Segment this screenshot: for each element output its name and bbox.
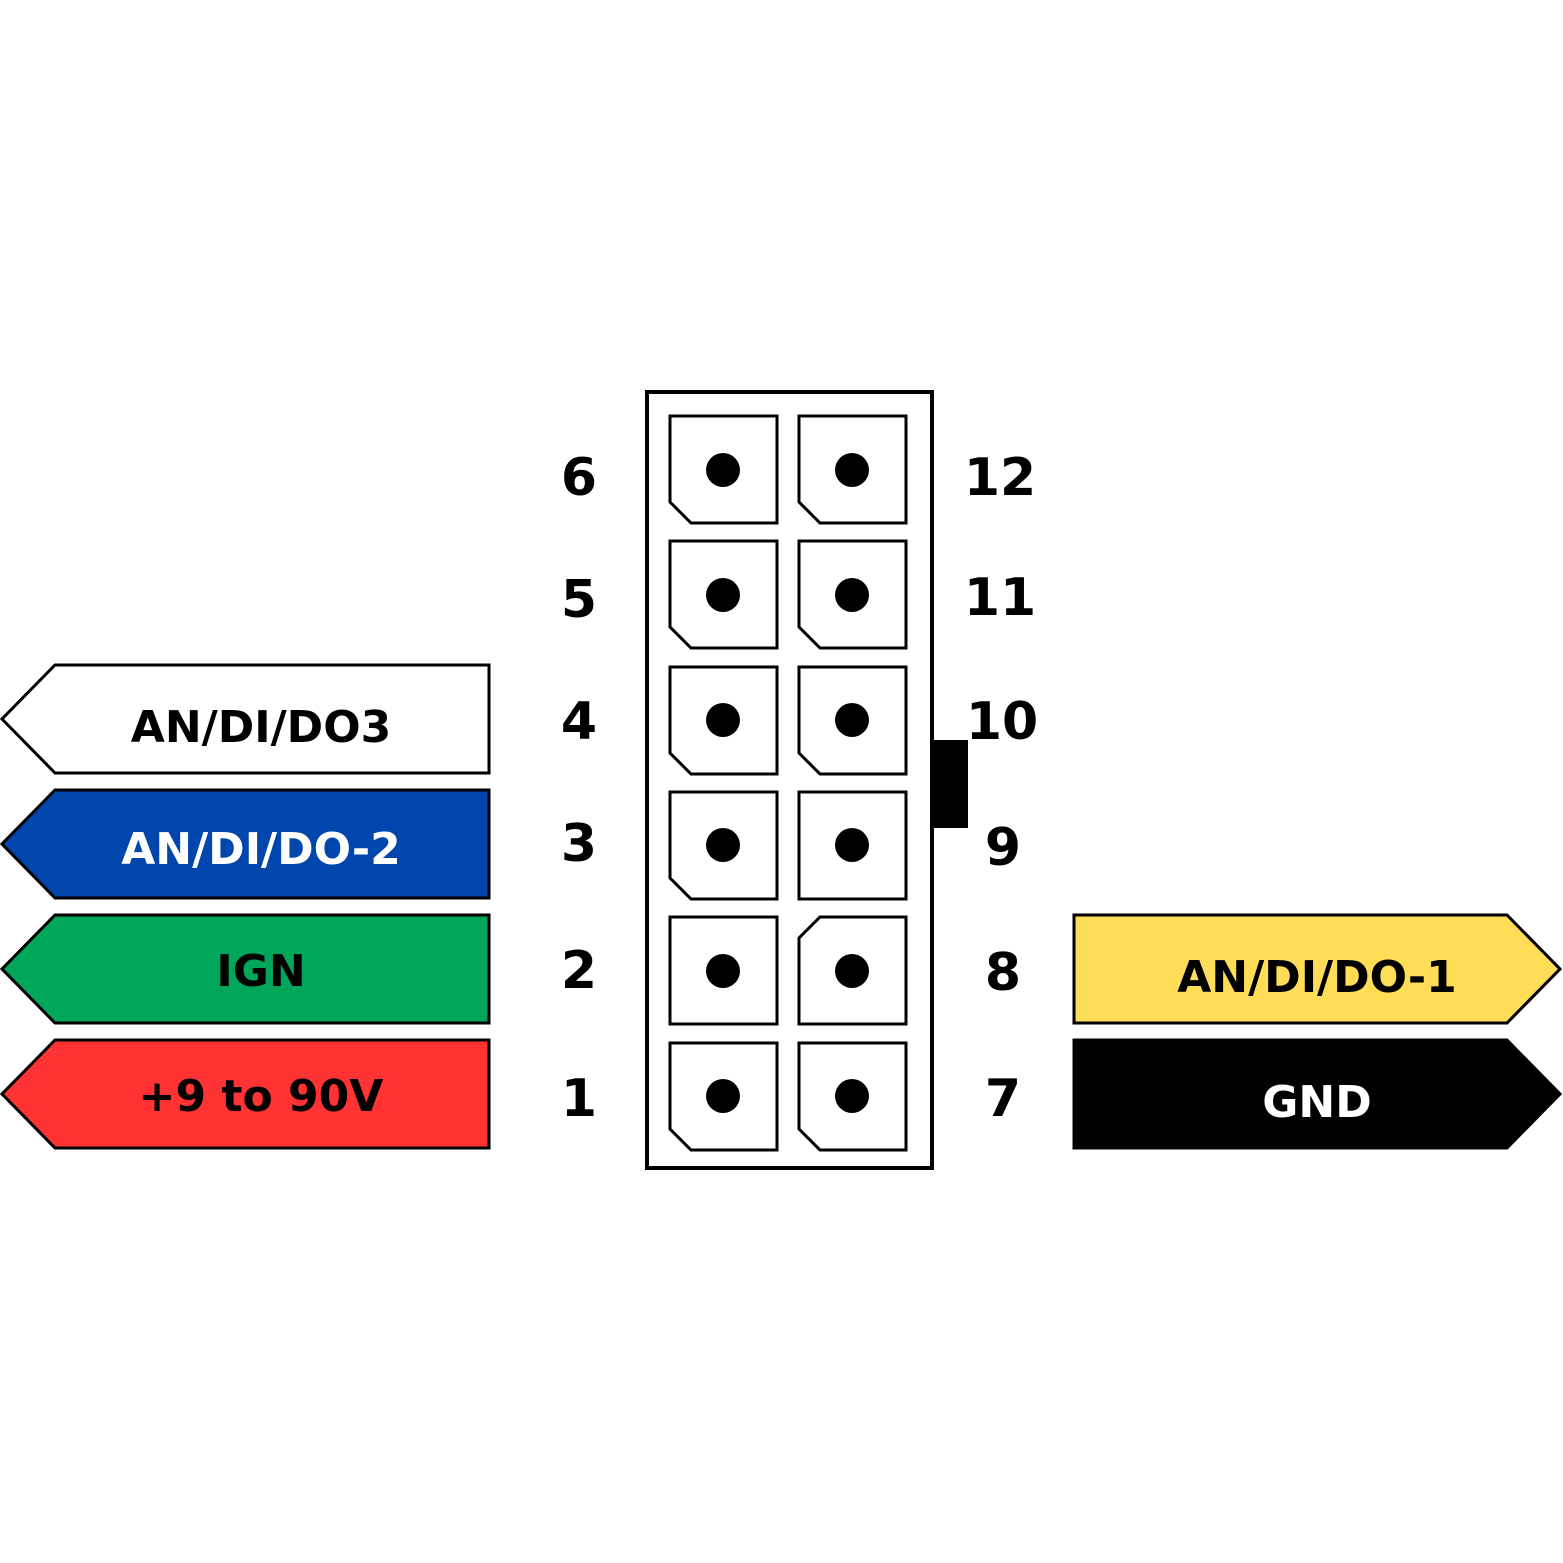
tag-pin-1: +9 to 90V bbox=[0, 1038, 491, 1150]
tag-label-pin-1: +9 to 90V bbox=[139, 1071, 384, 1122]
tag-label-pin-3: AN/DI/DO-2 bbox=[121, 824, 401, 875]
connector-latch bbox=[932, 740, 968, 828]
pin-contact-4 bbox=[706, 703, 740, 737]
pin-contact-8 bbox=[835, 954, 869, 988]
right-pin-numbers: 12 11 10 9 8 7 bbox=[964, 448, 1038, 1129]
pin-contact-6 bbox=[706, 453, 740, 487]
pin-contact-10 bbox=[835, 703, 869, 737]
pin-contact-9 bbox=[835, 828, 869, 862]
tag-shape-pin-4 bbox=[0, 663, 491, 775]
pin-number-11: 11 bbox=[964, 568, 1036, 628]
tag-pin-4: AN/DI/DO3 bbox=[0, 663, 491, 775]
pin-contact-7 bbox=[835, 1079, 869, 1113]
pin-contact-11 bbox=[835, 578, 869, 612]
tag-shape-pin-7 bbox=[1072, 1038, 1563, 1150]
pin-number-10: 10 bbox=[966, 692, 1038, 752]
pin-contact-3 bbox=[706, 828, 740, 862]
tag-shape-pin-3 bbox=[0, 788, 491, 900]
pin-number-7: 7 bbox=[985, 1069, 1021, 1129]
tag-shape-pin-2 bbox=[0, 913, 491, 1025]
tag-label-pin-4: AN/DI/DO3 bbox=[131, 702, 391, 753]
pin-number-3: 3 bbox=[561, 814, 597, 874]
pin-number-9: 9 bbox=[985, 818, 1021, 878]
pin-contact-5 bbox=[706, 578, 740, 612]
pin-number-5: 5 bbox=[561, 570, 597, 630]
pin-number-4: 4 bbox=[561, 692, 597, 752]
tag-label-pin-7: GND bbox=[1262, 1077, 1371, 1128]
pin-number-2: 2 bbox=[561, 941, 597, 1001]
pin-cells bbox=[668, 414, 908, 1152]
pin-number-8: 8 bbox=[985, 943, 1021, 1003]
pin-contact-12 bbox=[835, 453, 869, 487]
pin-number-6: 6 bbox=[561, 448, 597, 508]
tag-pin-7: GND bbox=[1072, 1038, 1563, 1150]
tag-pin-2: IGN bbox=[0, 913, 491, 1025]
pin-contact-1 bbox=[706, 1079, 740, 1113]
left-pin-numbers: 6 5 4 3 2 1 bbox=[561, 448, 597, 1129]
tag-shape-pin-8 bbox=[1072, 913, 1563, 1025]
tag-label-pin-2: IGN bbox=[216, 946, 305, 997]
tag-pin-8: AN/DI/DO-1 bbox=[1072, 913, 1563, 1025]
tag-shape-pin-1 bbox=[0, 1038, 491, 1150]
pin-number-12: 12 bbox=[964, 448, 1036, 508]
pin-number-1: 1 bbox=[561, 1069, 597, 1129]
tag-pin-3: AN/DI/DO-2 bbox=[0, 788, 491, 900]
pin-contact-2 bbox=[706, 954, 740, 988]
tag-label-pin-8: AN/DI/DO-1 bbox=[1177, 952, 1457, 1003]
